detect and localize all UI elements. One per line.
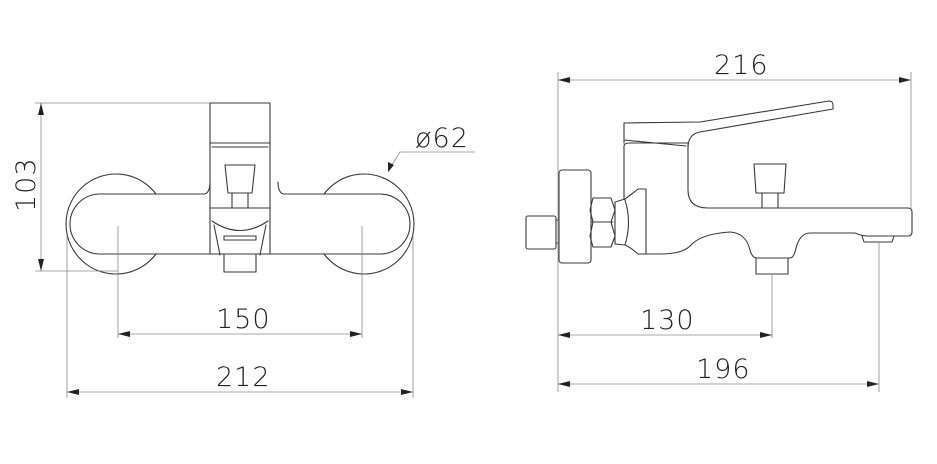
front-view: 103 ø62 150 212 bbox=[11, 102, 475, 398]
outlet-thread bbox=[223, 254, 257, 273]
height-dim-label: 103 bbox=[11, 157, 42, 212]
diverter-knob bbox=[224, 164, 256, 209]
eccentric bbox=[614, 188, 647, 255]
cartridge-cap bbox=[209, 102, 271, 144]
bottom-outlet bbox=[755, 257, 789, 275]
spout-aerator bbox=[861, 235, 895, 243]
outlet-dim-label: 130 bbox=[640, 305, 695, 336]
diverter-knob-side bbox=[753, 163, 787, 209]
spout-dim-label: 196 bbox=[696, 354, 751, 385]
side-view: 216 130 196 bbox=[525, 50, 913, 392]
left-flange bbox=[65, 173, 157, 275]
inner-width-dim-label: 150 bbox=[216, 304, 271, 335]
valve-body bbox=[209, 142, 271, 255]
flange-side bbox=[558, 169, 592, 264]
lever-handle bbox=[623, 100, 834, 149]
mixer-body bbox=[623, 142, 913, 259]
diameter-dim-label: ø62 bbox=[415, 123, 469, 154]
outer-width-dim-label: 212 bbox=[216, 362, 271, 393]
hex-nut bbox=[589, 197, 616, 248]
right-flange bbox=[323, 173, 415, 275]
inlet-nipple bbox=[525, 215, 557, 250]
valve-lower bbox=[209, 207, 271, 256]
overall-width-dim-label: 216 bbox=[714, 50, 769, 81]
